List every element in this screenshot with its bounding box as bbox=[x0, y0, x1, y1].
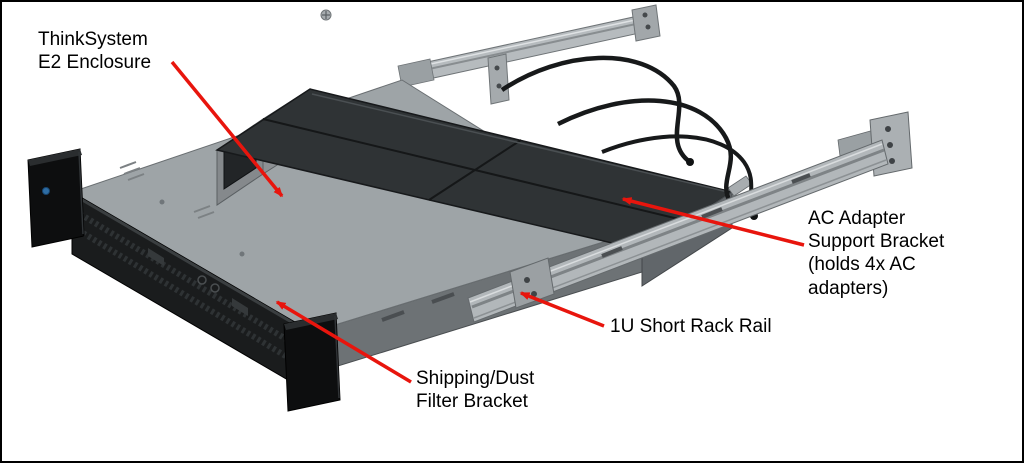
right-end-cap bbox=[283, 312, 341, 412]
callout-arrows bbox=[170, 60, 805, 384]
arrow-to-rack-rail bbox=[519, 291, 605, 328]
arrow-to-enclosure bbox=[170, 60, 284, 198]
rail-hanging-bracket bbox=[487, 53, 510, 105]
callout-enclosure-label: ThinkSystem E2 Enclosure bbox=[38, 29, 152, 74]
arrow-to-filter-bracket bbox=[275, 300, 412, 384]
screw bbox=[320, 9, 332, 21]
callout-ac-adapter-bracket-label: AC Adapter Support Bracket (holds 4x AC … bbox=[808, 208, 945, 299]
callout-rack-rail-label: 1U Short Rack Rail bbox=[610, 316, 772, 337]
arrow-to-ac-adapter-bracket bbox=[621, 197, 805, 247]
callout-filter-bracket-label: Shipping/Dust Filter Bracket bbox=[416, 368, 535, 413]
left-end-cap bbox=[27, 148, 85, 248]
